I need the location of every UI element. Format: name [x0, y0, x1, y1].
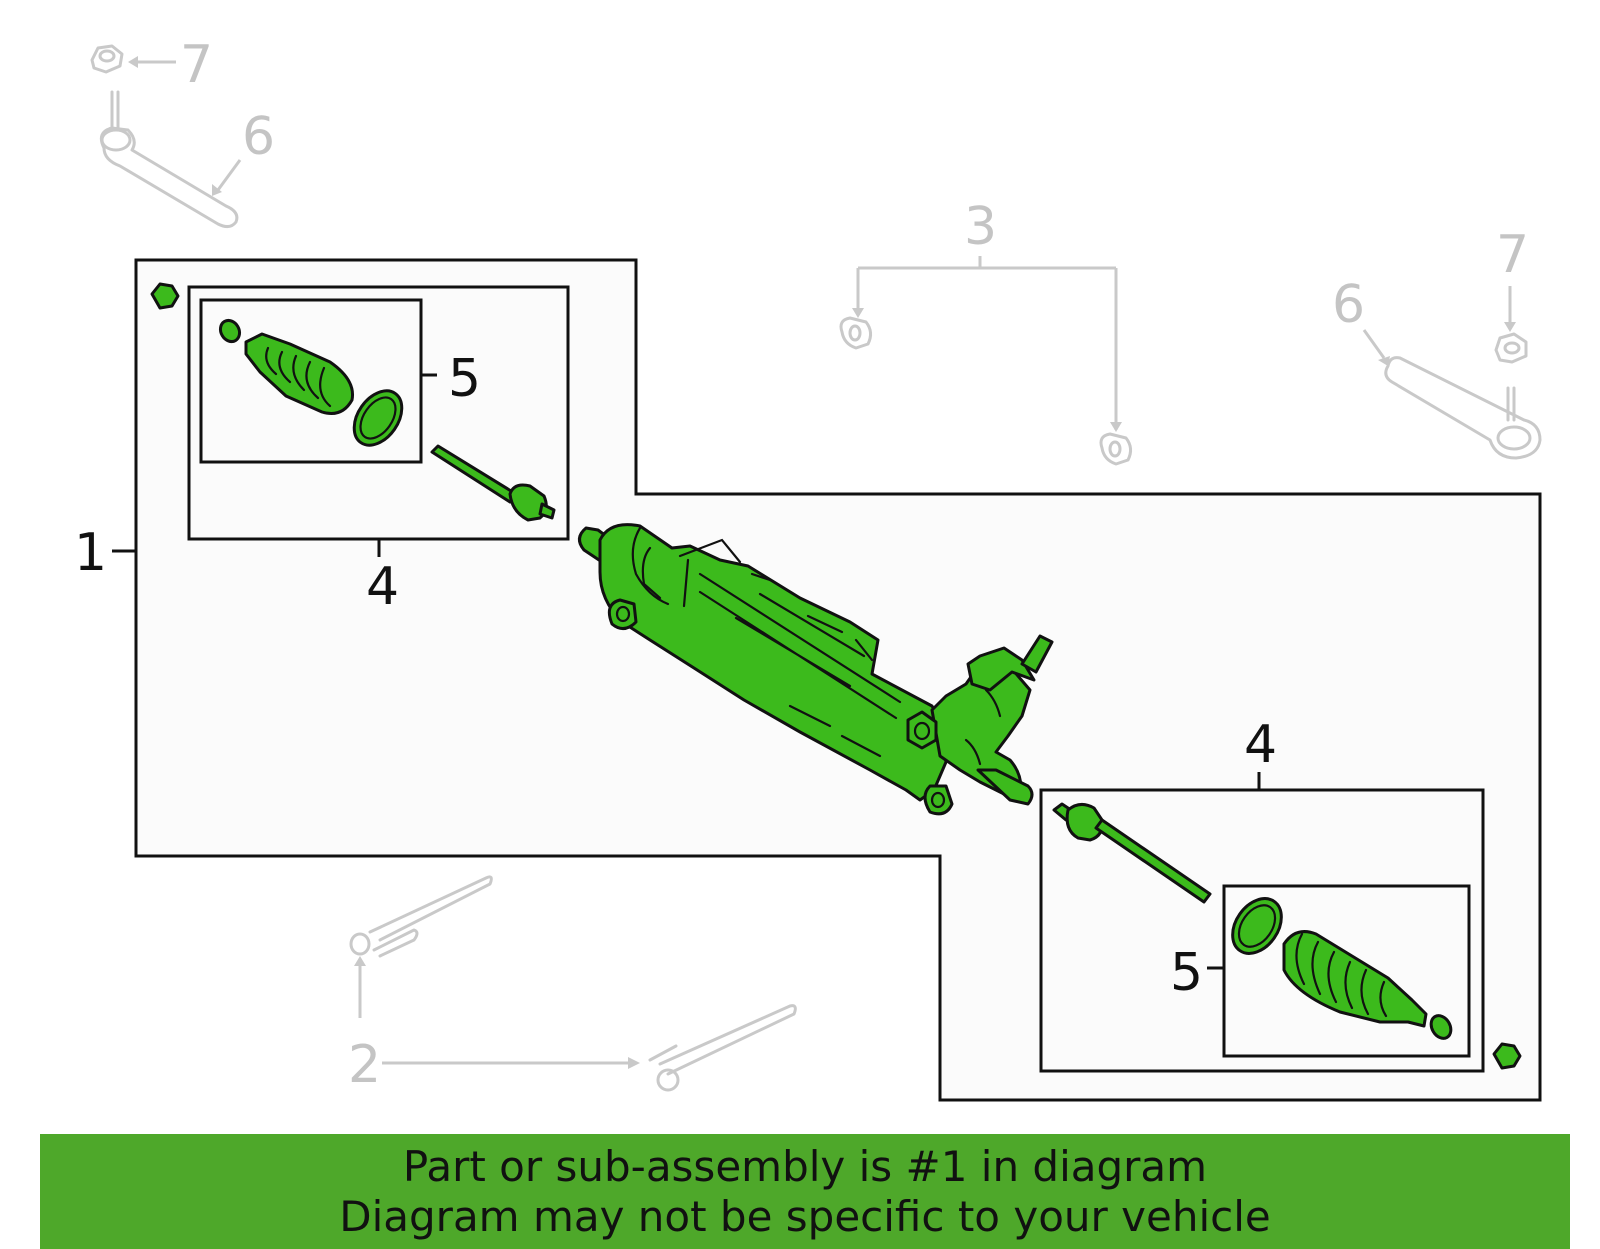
inner-tie-rod-top — [430, 444, 556, 522]
leader-6-left — [216, 159, 242, 191]
arrowhead-6-right — [1378, 356, 1390, 366]
callout-6-right: 6 — [1332, 275, 1365, 335]
boot-clamp-small-top — [218, 318, 242, 344]
steering-rack-assembly — [578, 523, 1054, 816]
boot-clamp-small-bottom — [1429, 1014, 1453, 1040]
arrowhead-7-left — [128, 56, 138, 68]
jam-nut-bottom-right — [1492, 1042, 1522, 1070]
bellows-boot-bottom — [1282, 930, 1428, 1028]
mount-nut-part-3b — [1099, 432, 1133, 466]
arrowhead-3a — [852, 308, 864, 318]
callout-1: 1 — [74, 523, 107, 583]
arrowhead-6-left — [212, 184, 222, 196]
bellows-boot-top — [244, 332, 355, 415]
callout-5-top: 5 — [448, 349, 481, 409]
arrowhead-7-right — [1504, 322, 1516, 332]
arrowhead-2a — [354, 956, 366, 966]
parts-diagram: 1 2 3 4 4 5 5 6 6 7 7 — [74, 35, 1542, 1102]
notice-banner: Part or sub-assembly is #1 in diagram Di… — [40, 1134, 1570, 1249]
leader-2 — [358, 960, 636, 1065]
banner-line-2: Diagram may not be specific to your vehi… — [339, 1192, 1271, 1241]
arrowhead-2b — [628, 1057, 640, 1069]
leader-3 — [856, 256, 1118, 430]
tie-rod-end-left-part-6 — [99, 90, 239, 229]
banner-line-1: Part or sub-assembly is #1 in diagram — [402, 1142, 1208, 1191]
arrowhead-3b — [1110, 422, 1122, 432]
boot-clamp-large-top — [352, 389, 404, 447]
callout-5-bottom: 5 — [1170, 943, 1203, 1003]
tie-rod-end-right-part-6 — [1384, 356, 1542, 460]
callout-7-left: 7 — [180, 35, 213, 95]
callout-3: 3 — [964, 197, 997, 257]
subassembly-box-4-bottom — [1039, 788, 1485, 1073]
jam-nut-top-left — [150, 282, 180, 310]
nut-right-part-7 — [1494, 332, 1528, 364]
subassembly-box-5-top — [199, 298, 423, 464]
mount-bolt-part-2b — [648, 1004, 797, 1092]
subassembly-box-5-bottom — [1222, 884, 1471, 1058]
callout-7-right: 7 — [1496, 225, 1529, 285]
boot-clamp-large-bottom — [1231, 897, 1283, 955]
mount-nut-part-3a — [839, 316, 873, 350]
callout-6-left: 6 — [242, 107, 275, 167]
nut-left-part-7 — [90, 44, 124, 74]
callout-4-top: 4 — [366, 557, 399, 617]
callout-2: 2 — [348, 1035, 381, 1095]
mount-bolt-part-2a — [349, 875, 493, 958]
callout-4-bottom: 4 — [1244, 715, 1277, 775]
inner-tie-rod-bottom — [1052, 802, 1212, 904]
leader-6-right — [1362, 329, 1386, 359]
